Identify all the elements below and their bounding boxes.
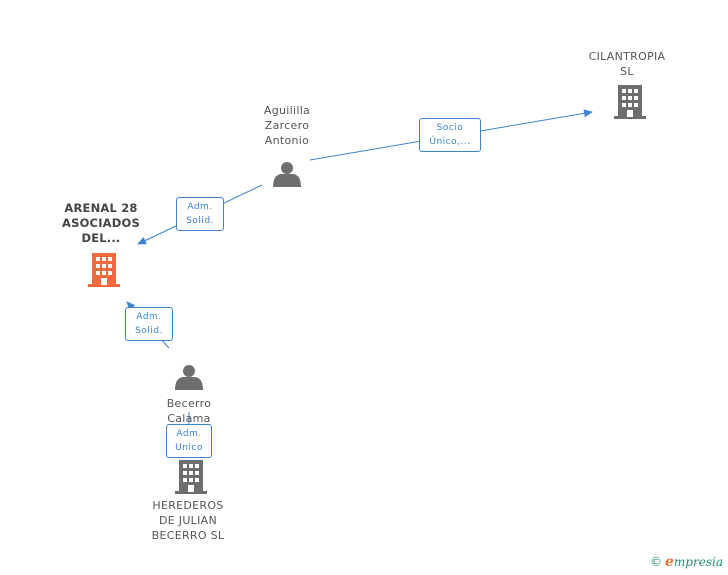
building-icon[interactable] bbox=[88, 253, 120, 287]
node-label-herederos[interactable]: HEREDEROS DE JULIAN BECERRO SL bbox=[133, 498, 243, 543]
building-icon[interactable] bbox=[175, 460, 207, 494]
node-label-line: Aguililla bbox=[263, 104, 311, 117]
edge-badge-becerro-arenal[interactable]: Adm. Solid. bbox=[125, 307, 173, 341]
node-label-line: HEREDEROS bbox=[152, 499, 224, 512]
node-label-line: Calama bbox=[167, 412, 211, 425]
edge-badge-aguililla-arenal[interactable]: Adm. Solid. bbox=[176, 197, 224, 231]
edge-badge-line: Unico bbox=[175, 443, 203, 453]
node-label-line: Becerro bbox=[166, 397, 212, 410]
node-label-line: CILANTROPIA bbox=[588, 50, 666, 63]
edge-badge-line: Único,... bbox=[429, 137, 471, 147]
node-label-line: DE JULIAN bbox=[158, 514, 218, 527]
edge-badge-aguililla-cilantropia[interactable]: Socio Único,... bbox=[419, 118, 481, 152]
node-label-cilantropia[interactable]: CILANTROPIA SL bbox=[572, 49, 682, 79]
node-label-becerro[interactable]: Becerro Calama bbox=[139, 396, 239, 426]
person-icon[interactable] bbox=[175, 365, 203, 390]
edge-badge-line: Adm. bbox=[187, 202, 213, 212]
edge-badge-line: Solid. bbox=[135, 326, 163, 336]
node-label-line: DEL... bbox=[81, 231, 121, 245]
node-label-line: ARENAL 28 bbox=[64, 201, 138, 215]
node-label-line: BECERRO SL bbox=[151, 529, 225, 542]
edge-badge-line: Adm. bbox=[176, 429, 202, 439]
edge-badge-line: Socio bbox=[436, 123, 464, 133]
person-icon[interactable] bbox=[273, 162, 301, 187]
node-label-arenal[interactable]: ARENAL 28 ASOCIADOS DEL... bbox=[46, 201, 156, 246]
edge-badge-becerro-herederos[interactable]: Adm. Unico bbox=[166, 424, 212, 458]
brand-name: mpresia bbox=[673, 555, 723, 569]
node-label-line: Zarcero bbox=[264, 119, 310, 132]
node-label-line: Antonio bbox=[264, 134, 310, 147]
brand-logo: ©empresia bbox=[650, 554, 723, 570]
building-icon[interactable] bbox=[614, 85, 646, 119]
node-label-line: ASOCIADOS bbox=[62, 216, 140, 230]
edge-badge-line: Solid. bbox=[186, 216, 214, 226]
brand-initial: e bbox=[665, 554, 674, 570]
node-label-aguililla[interactable]: Aguililla Zarcero Antonio bbox=[237, 103, 337, 148]
node-label-line: SL bbox=[620, 65, 634, 78]
copyright-symbol: © bbox=[650, 555, 662, 569]
edge-badge-line: Adm. bbox=[136, 312, 162, 322]
